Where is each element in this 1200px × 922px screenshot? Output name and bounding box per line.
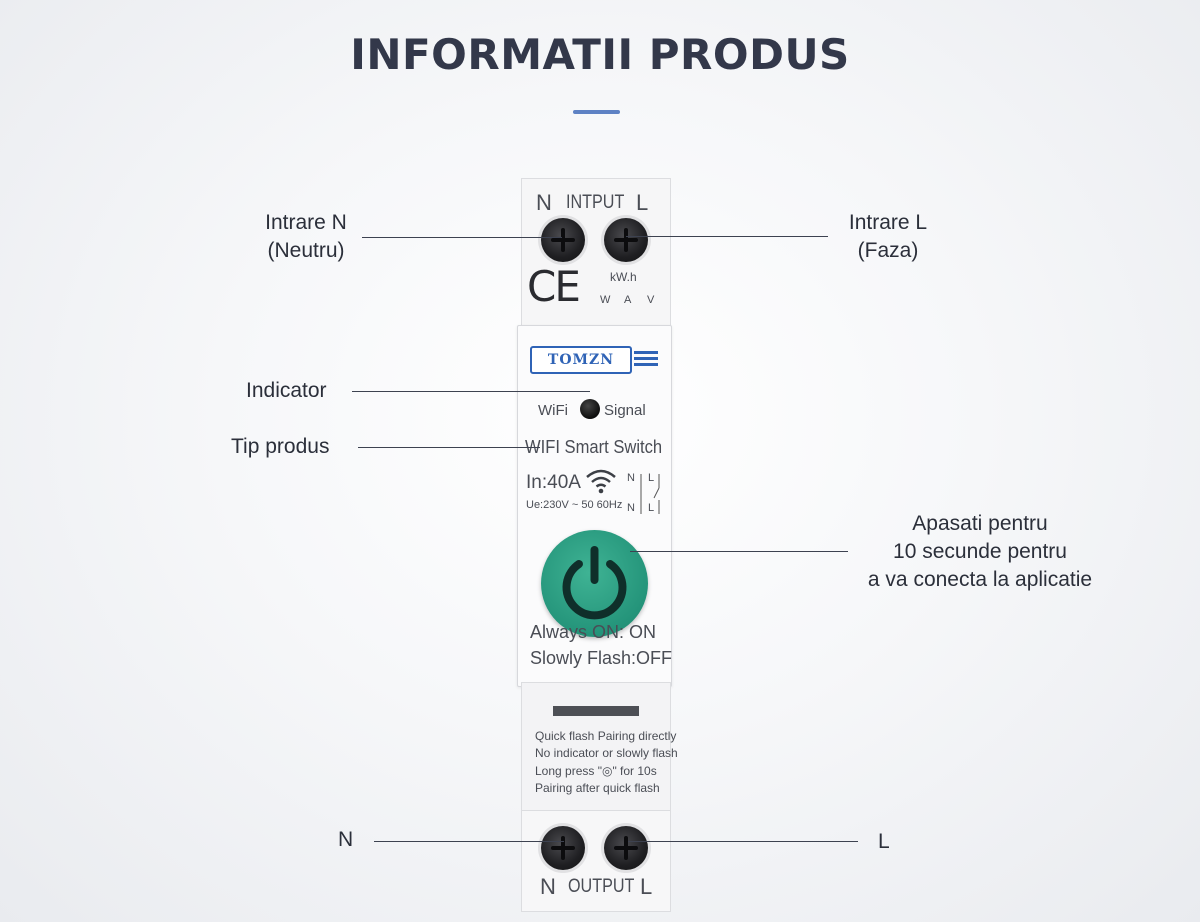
device-rail-slot bbox=[553, 706, 639, 716]
schema-n2: N bbox=[627, 502, 635, 514]
callout-input-l-line1: Intrare L bbox=[848, 211, 928, 234]
output-n-screw-icon bbox=[541, 826, 585, 870]
page-title: INFORMATII PRODUS bbox=[350, 30, 850, 79]
leader-input-l bbox=[626, 236, 828, 237]
rating-label: In:40A bbox=[526, 472, 581, 493]
slowly-flash-label: Slowly Flash:OFF bbox=[530, 648, 673, 668]
product-name: WIFI Smart Switch bbox=[525, 437, 663, 457]
wifi-label: WiFi bbox=[538, 402, 568, 419]
instruction-line-4: Pairing after quick flash bbox=[535, 781, 660, 795]
power-icon bbox=[562, 546, 627, 620]
output-l-screw-icon bbox=[604, 826, 648, 870]
indicator-led-icon bbox=[580, 399, 600, 419]
title-underline bbox=[573, 110, 620, 114]
input-l-screw-icon bbox=[604, 218, 648, 262]
leader-press bbox=[630, 551, 848, 552]
instruction-line-2: No indicator or slowly flash bbox=[535, 746, 678, 760]
leader-product-type bbox=[358, 447, 540, 448]
callout-input-l-line2: (Faza) bbox=[857, 239, 919, 262]
callout-press: Apasati pentru 10 secunde pentru a va co… bbox=[840, 510, 1120, 594]
signal-label: Signal bbox=[604, 402, 646, 419]
leader-output-l bbox=[628, 841, 858, 842]
top-input-label: INTPUT bbox=[566, 192, 625, 213]
callout-output-n: N bbox=[338, 828, 354, 851]
callout-input-n-line2: (Neutru) bbox=[267, 239, 345, 262]
callout-output-l: L bbox=[878, 830, 890, 853]
bottom-output-label: OUTPUT bbox=[568, 876, 635, 897]
brand-logo: TOMZN bbox=[530, 346, 632, 374]
callout-product-type: Tip produs bbox=[231, 435, 330, 458]
brand-stripes-icon bbox=[634, 351, 658, 367]
callout-input-n: Intrare N (Neutru) bbox=[258, 209, 354, 265]
schema-l2: L bbox=[648, 502, 655, 514]
bottom-n-label: N bbox=[540, 874, 556, 899]
top-n-label: N bbox=[536, 190, 552, 215]
callout-input-n-line1: Intrare N bbox=[265, 211, 347, 234]
kwh-label: kW.h bbox=[610, 270, 637, 284]
voltage-label: Ue:230V ~ 50 60Hz bbox=[526, 499, 623, 511]
leader-output-n bbox=[374, 841, 564, 842]
wifi-icon bbox=[586, 469, 616, 494]
callout-input-l: Intrare L (Faza) bbox=[838, 209, 938, 265]
meter-w-label: W bbox=[600, 294, 611, 306]
always-on-label: Always ON: ON bbox=[530, 622, 657, 642]
power-button[interactable] bbox=[541, 530, 648, 637]
leader-indicator bbox=[352, 391, 590, 392]
meter-v-label: V bbox=[647, 294, 655, 306]
input-n-screw-icon bbox=[541, 218, 585, 262]
callout-press-line3: a va conecta la aplicatie bbox=[867, 568, 1093, 591]
schema-l1: L bbox=[648, 472, 655, 484]
meter-a-label: A bbox=[624, 294, 632, 306]
bottom-l-label: L bbox=[640, 874, 653, 899]
ce-mark: CE bbox=[527, 262, 581, 311]
callout-indicator: Indicator bbox=[246, 379, 327, 402]
instruction-line-3: Long press "◎" for 10s bbox=[535, 764, 657, 778]
top-l-label: L bbox=[636, 190, 649, 215]
schema-n1: N bbox=[627, 472, 635, 484]
switch-schematic-icon bbox=[640, 474, 660, 514]
callout-press-line2: 10 secunde pentru bbox=[893, 540, 1067, 563]
instruction-line-1: Quick flash Pairing directly bbox=[535, 729, 677, 743]
leader-input-n bbox=[362, 237, 562, 238]
callout-press-line1: Apasati pentru bbox=[912, 512, 1048, 535]
